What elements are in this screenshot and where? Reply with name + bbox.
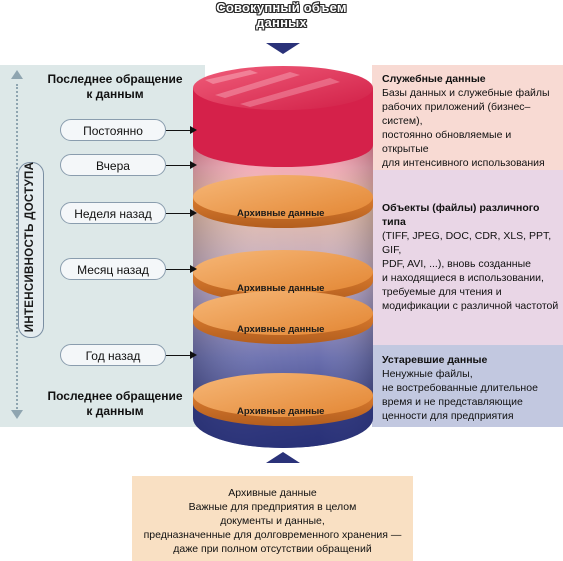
level-line-yesterday bbox=[166, 165, 191, 166]
service-data-text: Служебные данные Базы данных и служебные… bbox=[382, 72, 560, 170]
obsolete-line: ценности для предприятия bbox=[382, 410, 514, 422]
files-panel bbox=[372, 170, 563, 345]
axis-up-arrow-icon bbox=[11, 70, 23, 79]
level-pill-week: Неделя назад bbox=[60, 202, 166, 224]
last-access-heading-top-line2: к данным bbox=[86, 87, 144, 101]
archive-data-box bbox=[132, 476, 413, 561]
archive-disk-3 bbox=[193, 291, 373, 344]
archive-line: предназначенные для долговременного хран… bbox=[143, 529, 402, 541]
last-access-heading-bottom-line1: Последнее обращение bbox=[47, 389, 183, 403]
files-heading: Объекты (файлы) различного типа bbox=[382, 202, 540, 228]
obsolete-line: не востребованные длительное bbox=[382, 382, 538, 394]
total-data-title-line1: Совокупный объем bbox=[216, 0, 347, 15]
bottom-arrow-icon bbox=[266, 452, 300, 463]
service-data-panel bbox=[372, 65, 563, 170]
archive-line: документы и данные, bbox=[220, 515, 325, 527]
last-access-heading-top: Последнее обращение к данным bbox=[40, 72, 190, 102]
level-line-week bbox=[166, 213, 191, 214]
access-axis-line bbox=[16, 84, 18, 409]
last-access-heading-bottom-line2: к данным bbox=[86, 404, 144, 418]
archive-disk-1 bbox=[193, 175, 373, 228]
archive-disk-1-label: Архивные данные bbox=[237, 208, 325, 219]
files-line: и находящиеся в использовании, bbox=[382, 272, 544, 284]
archive-line: Важные для предприятия в целом bbox=[188, 501, 357, 513]
level-arrow-yesterday-icon bbox=[190, 161, 197, 169]
service-line: рабочих приложений (бизнес–систем), bbox=[382, 101, 531, 127]
files-line: модификации с различной частотой bbox=[382, 300, 559, 312]
access-intensity-text: ИНТЕНСИВНОСТЬ ДОСТУПА bbox=[24, 161, 36, 333]
files-text: Объекты (файлы) различного типа (TIFF, J… bbox=[382, 201, 560, 313]
archive-line: даже при полном отсутствии обращений bbox=[173, 543, 372, 555]
level-line-constant bbox=[166, 130, 191, 131]
files-line: PDF, AVI, ...), вновь созданные bbox=[382, 258, 531, 270]
service-line: для интенсивного использования bbox=[382, 157, 545, 169]
access-intensity-pill bbox=[18, 162, 44, 338]
service-data-heading: Служебные данные bbox=[382, 73, 486, 85]
level-arrow-year-icon bbox=[190, 351, 197, 359]
last-access-heading-bottom: Последнее обращение к данным bbox=[40, 389, 190, 419]
total-data-title-line2: данных bbox=[256, 15, 307, 30]
level-pill-month: Месяц назад bbox=[60, 258, 166, 280]
service-line: постоянно обновляемые и открытые bbox=[382, 129, 512, 155]
obsolete-line: время и не представляющие bbox=[382, 396, 523, 408]
obsolete-line: Ненужные файлы, bbox=[382, 368, 473, 380]
level-arrow-constant-icon bbox=[190, 126, 197, 134]
obsolete-data-panel bbox=[372, 345, 563, 427]
title-arrow-icon bbox=[266, 43, 300, 54]
archive-disk-2-label: Архивные данные bbox=[237, 283, 325, 294]
level-arrow-month-icon bbox=[190, 265, 197, 273]
archive-data-text: Архивные данные Важные для предприятия в… bbox=[132, 486, 413, 556]
files-line: (TIFF, JPEG, DOC, CDR, XLS, PPT, GIF, bbox=[382, 230, 552, 256]
archive-data-heading: Архивные данные bbox=[228, 487, 317, 499]
obsolete-data-text: Устаревшие данные Ненужные файлы, не вос… bbox=[382, 353, 560, 423]
level-line-month bbox=[166, 269, 191, 270]
total-data-title: Совокупный объем данных bbox=[150, 0, 413, 30]
axis-down-arrow-icon bbox=[11, 410, 23, 419]
level-pill-year: Год назад bbox=[60, 344, 166, 366]
service-line: Базы данных и служебные файлы bbox=[382, 87, 550, 99]
last-access-heading-top-line1: Последнее обращение bbox=[47, 72, 183, 86]
level-pill-yesterday: Вчера bbox=[60, 154, 166, 176]
level-pill-constant: Постоянно bbox=[60, 119, 166, 141]
files-line: требуемые для чтения и bbox=[382, 286, 502, 298]
archive-disk-4-label: Архивные данные bbox=[237, 406, 325, 417]
level-line-year bbox=[166, 355, 191, 356]
level-arrow-week-icon bbox=[190, 209, 197, 217]
obsolete-data-heading: Устаревшие данные bbox=[382, 354, 488, 366]
archive-disk-4 bbox=[193, 373, 373, 426]
archive-disk-3-label: Архивные данные bbox=[237, 324, 325, 335]
